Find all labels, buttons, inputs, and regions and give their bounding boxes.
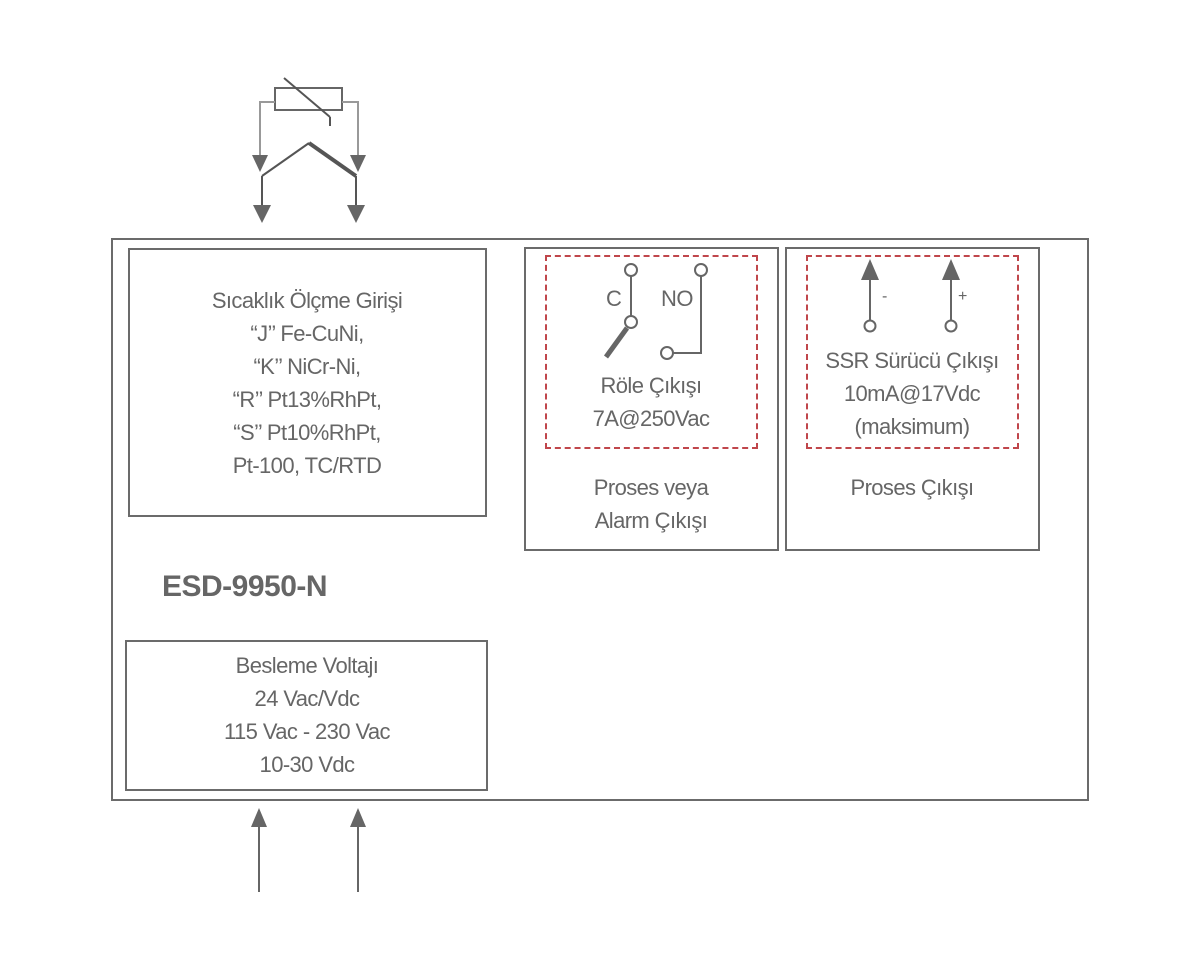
relay-block [524, 247, 779, 551]
ssr-plus-label: + [958, 288, 968, 305]
input-type-s: “S’’ Pt10%RhPt, [233, 420, 381, 445]
power-title: Besleme Voltajı [235, 653, 379, 678]
power-spec: Besleme Voltajı 24 Vac/Vdc 115 Vac - 230… [224, 649, 391, 781]
device-outline [111, 238, 1089, 801]
relay-caption-line: Proses veya [593, 475, 709, 500]
ssr-rating: 10mA@17Vdc [843, 381, 981, 406]
ssr-note: (maksimum) [854, 414, 970, 439]
ssr-spec: SSR Sürücü Çıkışı 10mA@17Vdc (maksimum) [825, 344, 999, 443]
power-option: 24 Vac/Vdc [254, 686, 360, 711]
relay-caption: Proses veya Alarm Çıkışı [593, 471, 709, 537]
input-type-k: “K’’ NiCr-Ni, [253, 354, 361, 379]
relay-caption-line: Alarm Çıkışı [594, 508, 708, 533]
relay-rating: 7A@250Vac [592, 406, 710, 431]
terminal-no-label: NO [661, 286, 694, 311]
ssr-terminal-icon [861, 259, 960, 333]
relay-title: Röle Çıkışı [600, 373, 703, 398]
power-input-arrows-icon [251, 808, 366, 892]
power-option: 115 Vac - 230 Vac [224, 719, 391, 744]
ssr-caption: Proses Çıkışı [850, 471, 974, 504]
ssr-title: SSR Sürücü Çıkışı [825, 348, 999, 373]
terminal-c-label: C [606, 286, 622, 311]
thermocouple-icon [253, 141, 365, 223]
input-block [128, 248, 487, 517]
ssr-dashed-group [806, 255, 1019, 449]
input-type-j: “J’’ Fe-CuNi, [250, 321, 364, 346]
input-block-text: Sıcaklık Ölçme Girişi “J’’ Fe-CuNi, “K’’… [211, 284, 403, 482]
relay-dashed-group [545, 255, 758, 449]
device-model: ESD-9950-N [162, 570, 328, 603]
power-block [125, 640, 488, 791]
rtd-sensor-icon [252, 77, 366, 172]
ssr-block [785, 247, 1040, 551]
ssr-minus-label: - [882, 288, 888, 305]
power-option: 10-30 Vdc [259, 752, 355, 777]
input-type-pt100: Pt-100, TC/RTD [232, 453, 382, 478]
input-type-r: “R’’ Pt13%RhPt, [232, 387, 382, 412]
ssr-caption-line: Proses Çıkışı [850, 475, 974, 500]
relay-spec: Röle Çıkışı 7A@250Vac [593, 369, 710, 435]
relay-contact-icon [603, 263, 708, 360]
input-title: Sıcaklık Ölçme Girişi [211, 288, 403, 313]
